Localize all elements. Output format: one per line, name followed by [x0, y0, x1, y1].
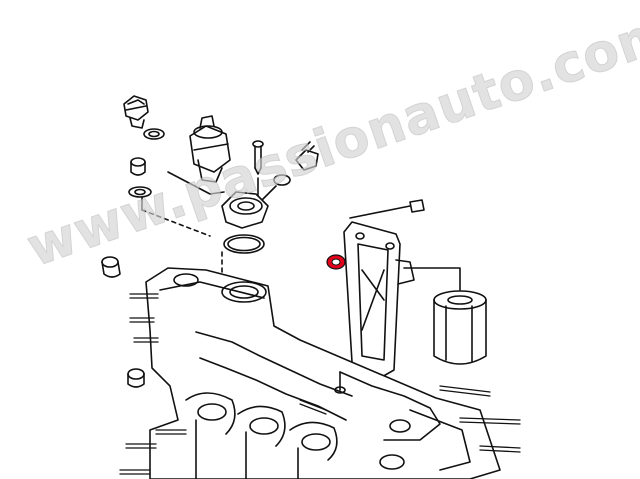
oil-pressure-switch — [189, 115, 231, 183]
oil-filter-console — [221, 191, 269, 229]
console-top-bolt — [252, 140, 264, 175]
leader-lines — [141, 171, 277, 237]
sealing-washer — [143, 128, 165, 140]
oil-filter — [403, 267, 487, 365]
dowel-sleeve — [101, 256, 145, 388]
screw-plug — [128, 157, 152, 198]
crankcase — [145, 267, 501, 479]
support-bracket — [343, 221, 415, 379]
stud-bolts — [119, 293, 521, 475]
banjo-bolt — [123, 95, 149, 129]
oil-temperature-sensor — [273, 141, 319, 186]
console-seal-ring — [326, 254, 346, 270]
o-ring — [221, 234, 265, 281]
console-bolt — [349, 199, 425, 219]
